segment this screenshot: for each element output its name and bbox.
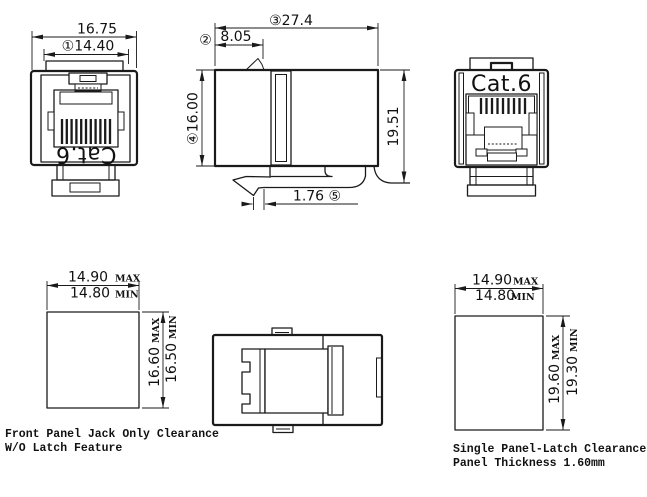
- dim-tol-height-max: MAX: [551, 334, 562, 360]
- dim-tol-width-max: MAX: [513, 277, 539, 288]
- caption-front-line1: Front Panel Jack Only Clearance: [5, 428, 219, 441]
- rear-notch: [376, 357, 383, 398]
- stem-lower: [51, 179, 120, 197]
- side-rail-left: [458, 72, 464, 165]
- side-body-outline: [213, 68, 380, 168]
- cutout-rect: [454, 315, 544, 431]
- side-view: ③27.4 ② 8.05 ④16.00 19.51 1.76 ⑤: [186, 13, 410, 210]
- latch-arm-bottom: [263, 166, 367, 189]
- latch-slot-nose: [74, 83, 102, 92]
- dim-text-width-max: 14.90: [472, 273, 512, 289]
- dim-tol-width-min: MIN: [115, 290, 139, 301]
- latch-ramp: [245, 57, 265, 71]
- panel-cutout-front: 14.90 MAX 14.80 MIN 16.60 MAX 16.50 MIN …: [5, 270, 219, 456]
- dim-text-width-min: 14.80: [70, 286, 110, 302]
- latch-slot-inner: [79, 75, 97, 82]
- front-bracket: [241, 348, 266, 414]
- dim-text-body-height: ④16.00: [186, 92, 202, 145]
- latch-arm-top: [271, 166, 333, 178]
- latch-slot-nose: [487, 152, 517, 162]
- dim-height-min-group: 16.50 MIN: [164, 315, 180, 383]
- dim-height-min-group: 19.30 MIN: [565, 328, 581, 396]
- pin-contacts-right: [479, 98, 527, 114]
- dim-tol-height-min: MIN: [569, 328, 580, 352]
- cavity-notch-right: [117, 111, 125, 131]
- mount-channel-outer: [270, 70, 292, 166]
- dim-tol-height-min: MIN: [168, 315, 179, 339]
- pin-contacts: [60, 119, 112, 144]
- dim-text-height-min: 16.50: [164, 343, 180, 383]
- latch-rear-curve: [373, 165, 410, 184]
- latch-hook: [232, 175, 272, 197]
- cavity-notch-left: [465, 112, 475, 136]
- dim-text-width-min: 14.80: [475, 288, 515, 304]
- panel-cutout-latch: 14.90 MAX 14.80 MIN 19.60 MAX 19.30 MIN …: [453, 273, 646, 471]
- dim-text-height-max: 19.60: [547, 364, 563, 404]
- dim-text-width-max: 14.90: [68, 270, 108, 286]
- latch-slot-wing-left: [475, 148, 488, 157]
- dim-text-inner-width: ①14.40: [62, 39, 115, 55]
- dim-text-height-min: 19.30: [565, 356, 581, 396]
- caption-latch-line1: Single Panel-Latch Clearance: [453, 443, 646, 456]
- plug-cavity-step: [59, 91, 113, 105]
- latch-slot-wing-right: [515, 148, 528, 157]
- dim-text-overall-height: 19.51: [386, 106, 402, 146]
- stem-lower: [466, 184, 537, 197]
- latch-bar-top: [327, 345, 344, 416]
- latch-slot-outer: [68, 72, 108, 85]
- side-rail-right: [539, 72, 545, 165]
- latch-slot-outer: [484, 126, 523, 151]
- stem-window: [69, 182, 101, 193]
- dim-text-depth: ③27.4: [269, 13, 313, 29]
- dim-tol-width-max: MAX: [115, 274, 141, 285]
- front-view-right: Cat.6: [453, 57, 550, 197]
- mount-channel-inner: [275, 74, 287, 162]
- caption-latch-line2: Panel Thickness 1.60mm: [453, 457, 605, 470]
- balloon-2: ②: [199, 33, 212, 49]
- product-label-front-left: Cat.6: [56, 142, 117, 167]
- dim-height-max-group: 16.60 MAX: [147, 317, 163, 387]
- dim-text-latch-tip: 1.76 ⑤: [293, 189, 341, 205]
- dim-height-max-group: 19.60 MAX: [547, 334, 563, 404]
- dim-text-height-max: 16.60: [147, 347, 163, 387]
- cavity-notch-left: [47, 111, 55, 131]
- cavity-notch-right: [528, 112, 538, 136]
- top-view: [211, 327, 384, 434]
- jack-housing-top: [264, 348, 329, 414]
- product-label-front-right: Cat.6: [471, 72, 532, 97]
- dim-tol-width-min: MIN: [511, 292, 535, 303]
- dim-text-ramp-offset: 8.05: [220, 29, 251, 45]
- dim-tol-height-max: MAX: [151, 317, 162, 343]
- dim-text-outer-width: 16.75: [77, 22, 117, 38]
- front-view-left: Cat.6 16.75 ①14.40: [29, 22, 139, 197]
- caption-front-line2: W/O Latch Feature: [5, 442, 122, 455]
- cutout-rect: [46, 311, 140, 409]
